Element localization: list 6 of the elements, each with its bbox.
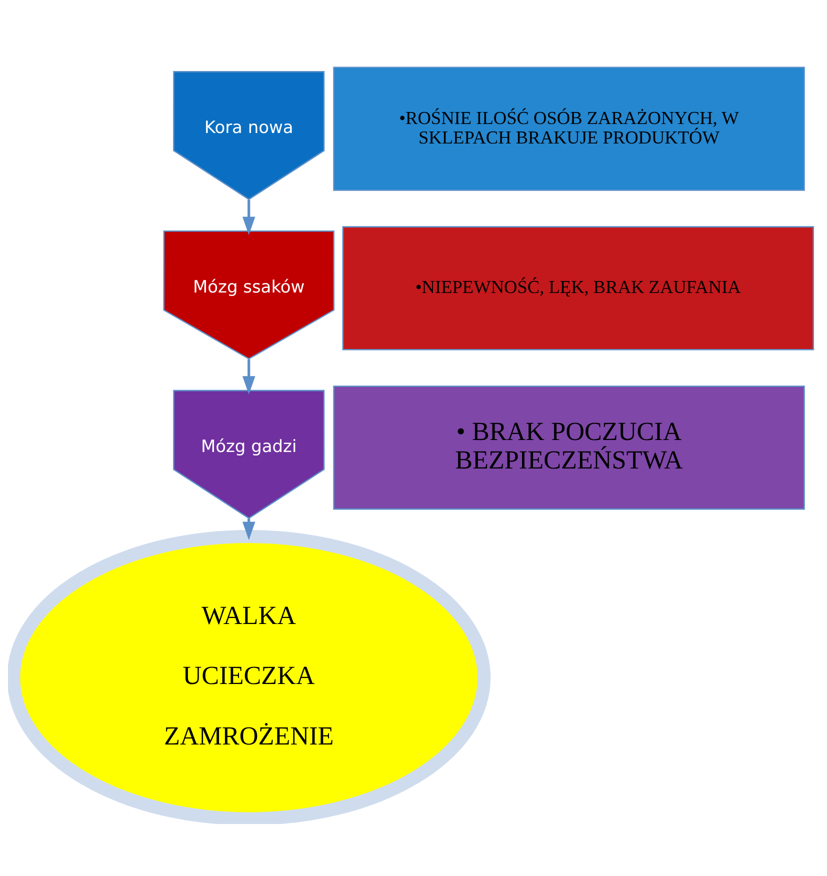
arrow — [242, 358, 256, 394]
node-ellipse: WALKA UCIECZKA ZAMROŻENIE — [8, 529, 491, 824]
node-box: •ROŚNIE ILOŚĆ OSÓB ZARAŻONYCH, W SKLEPACH BRAKUJE PRODUKTÓW — [333, 66, 805, 190]
node-box: • BRAK POCZUCIA BEZPIECZEŃSTWA — [333, 385, 805, 510]
node-box: •NIEPEWNOŚĆ, LĘK, BRAK ZAUFANIA — [342, 226, 814, 350]
arrow — [242, 199, 256, 235]
